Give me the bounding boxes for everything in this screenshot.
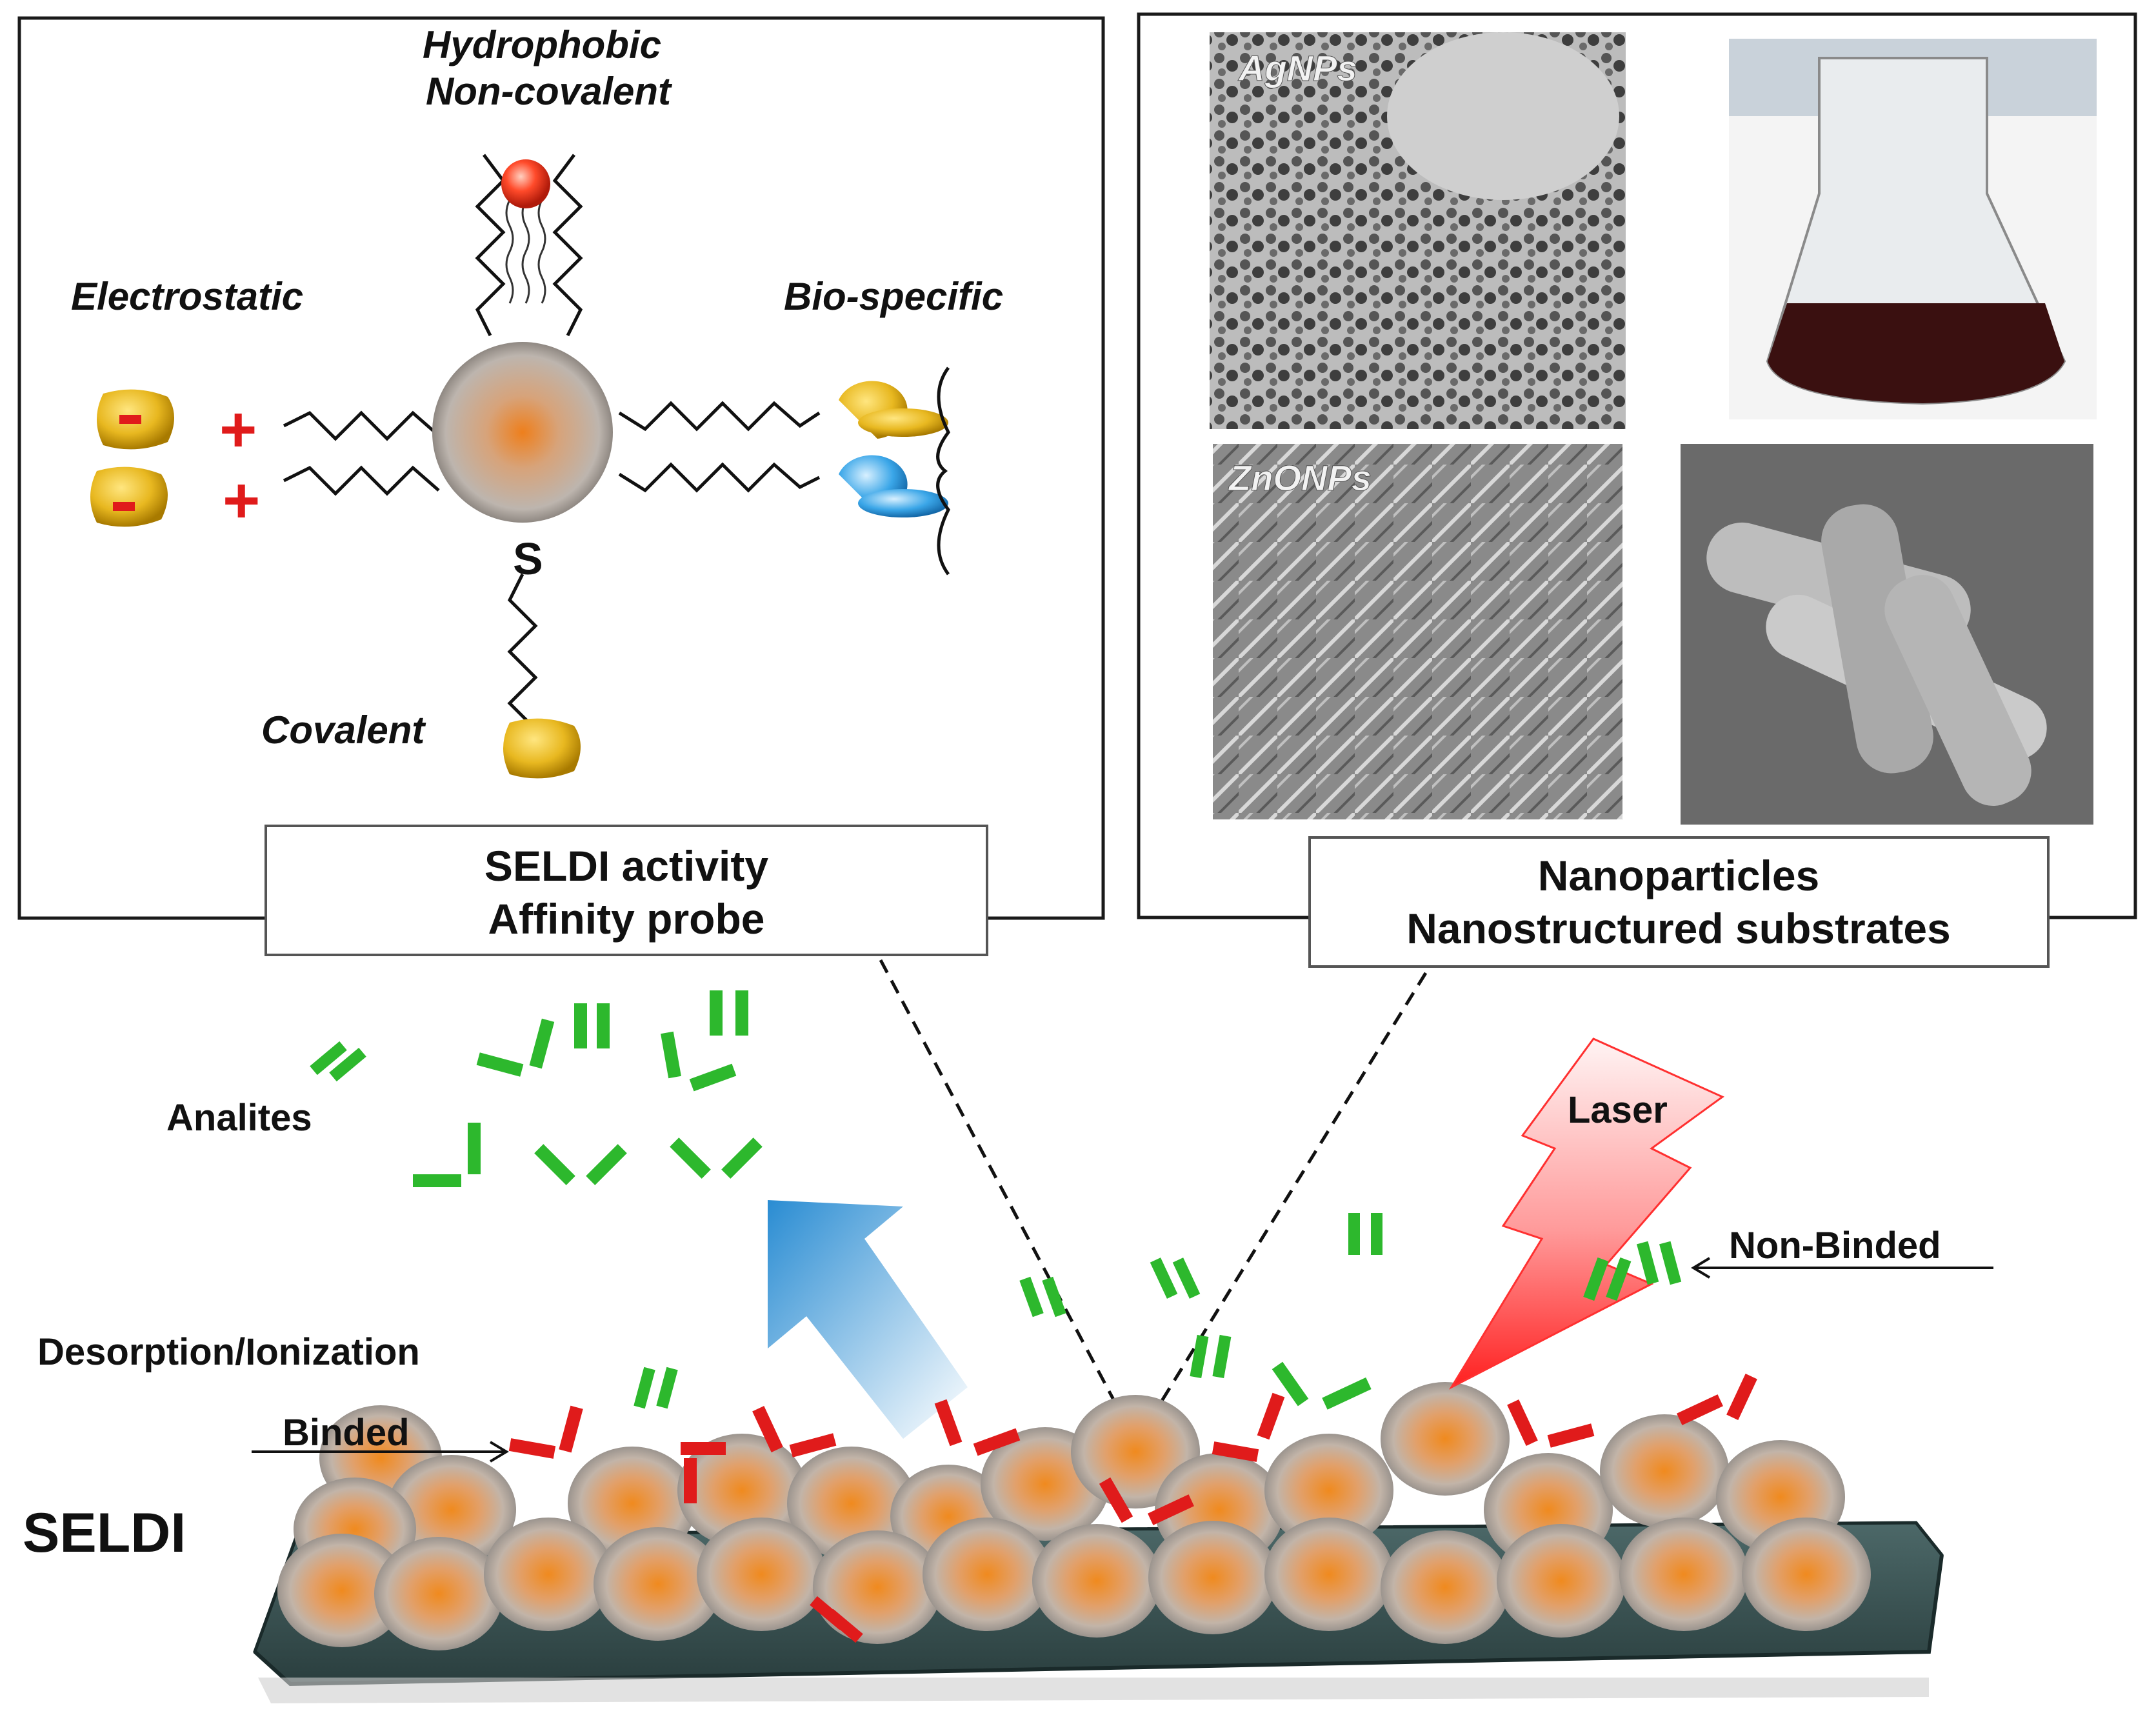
label-analites: Analites: [166, 1097, 312, 1139]
beaker-photo: [1729, 39, 2097, 419]
free-analytes: [310, 990, 1682, 1410]
ligand-chains: [283, 154, 821, 724]
central-nanoparticle: [432, 342, 613, 523]
bound-analytes: [508, 1374, 1757, 1643]
label-electrostatic: Electrostatic: [71, 275, 303, 318]
plus-sign-top: +: [219, 394, 257, 466]
label-sulfur: S: [513, 534, 543, 584]
hydrophobic-tails: [505, 199, 546, 304]
desorption-arrow: [768, 1200, 968, 1439]
label-desorption: Desorption/Ionization: [37, 1331, 420, 1373]
electrostatic-probes: [90, 389, 174, 527]
label-seldi: SELDI: [23, 1502, 186, 1564]
left-caption-box: [265, 825, 988, 956]
label-agnps: AgNPs: [1237, 48, 1357, 88]
label-covalent: Covalent: [261, 708, 426, 752]
covalent-probe: [503, 718, 581, 779]
label-hydrophobic: Hydrophobic: [423, 23, 661, 66]
sem-image-rods: [1681, 444, 2093, 825]
left-caption-line2: Affinity probe: [488, 895, 765, 943]
bio-specific-probes: [839, 366, 950, 576]
label-binded: Binded: [283, 1412, 410, 1454]
sem-image-znonps: [1213, 444, 1622, 819]
right-caption-line1: Nanoparticles: [1538, 852, 1819, 899]
right-caption-line2: Nanostructured substrates: [1406, 905, 1951, 952]
plus-sign-bottom: +: [223, 465, 260, 537]
left-caption-line1: SELDI activity: [484, 842, 768, 890]
binded-pointer: [252, 1441, 509, 1463]
non-binded-pointer: [1691, 1257, 1993, 1279]
hydrophobic-ball: [501, 159, 550, 208]
label-non-covalent: Non-covalent: [426, 70, 673, 113]
label-non-binded: Non-Binded: [1729, 1225, 1941, 1267]
nanoparticle-bed: [277, 1382, 1871, 1650]
label-bio-specific: Bio-specific: [784, 275, 1003, 318]
dashed-leaders: [879, 959, 1428, 1424]
laser-bolt: [1448, 1037, 1724, 1390]
label-znonps: ZnONPs: [1228, 457, 1372, 498]
right-caption-box: [1308, 836, 2050, 968]
label-laser: Laser: [1568, 1089, 1668, 1131]
